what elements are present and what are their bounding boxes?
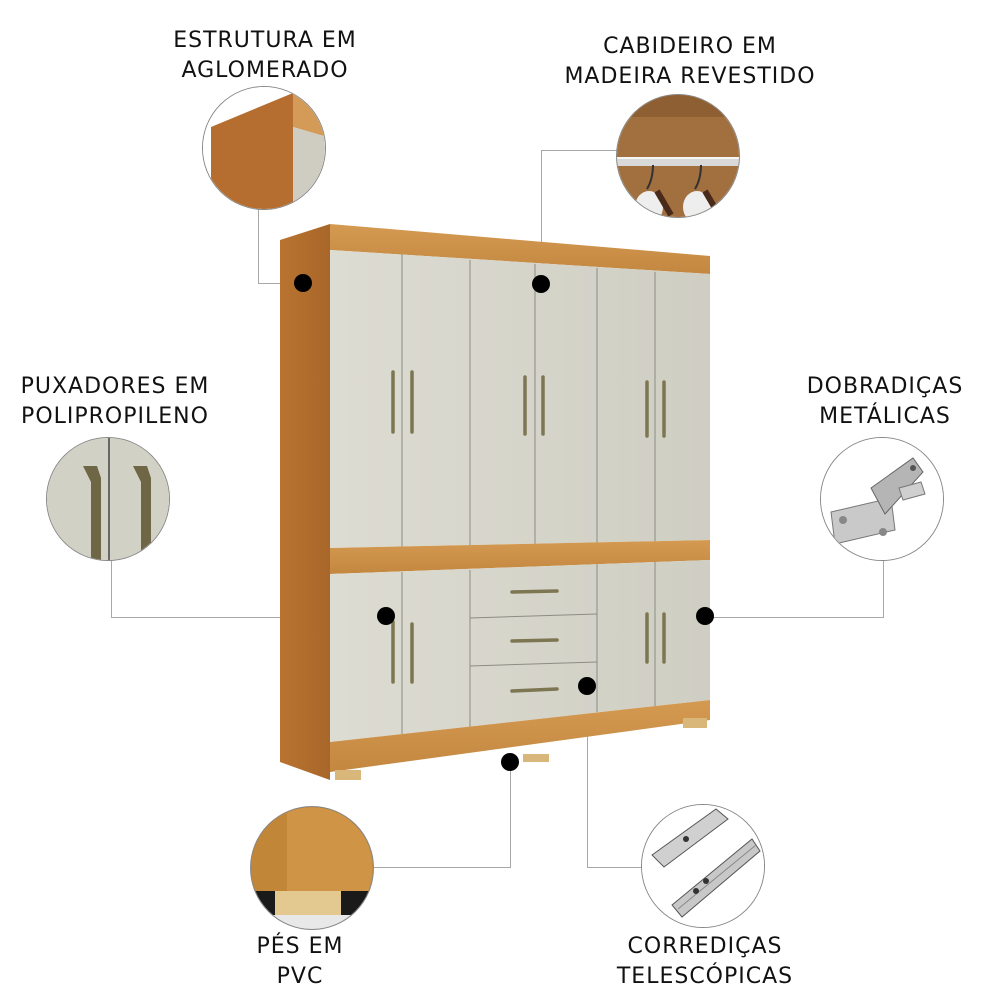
feet-closeup-icon (250, 806, 374, 930)
label-line: POLIPROPILENO (21, 404, 209, 429)
connector-cabideiro-v (541, 150, 542, 284)
label-line: PÉS EM (256, 934, 344, 959)
label-line: PUXADORES EM (20, 374, 210, 399)
label-line: ESTRUTURA EM (173, 28, 357, 53)
label-pes: PÉS EM PVC (240, 932, 360, 992)
connector-pes-v (510, 763, 511, 868)
connector-pes-h (370, 867, 511, 868)
connector-corredicas-v (587, 688, 588, 868)
marker-dot-corredicas[interactable] (578, 677, 596, 695)
connector-cabideiro-h (541, 150, 621, 151)
hinge-closeup-icon (820, 437, 944, 561)
label-cabideiro: CABIDEIRO EM MADEIRA REVESTIDO (560, 32, 820, 92)
drawer-slides-closeup-icon (641, 804, 765, 928)
label-line: PVC (276, 964, 324, 989)
handles-closeup-icon (46, 437, 170, 561)
label-line: AGLOMERADO (181, 58, 349, 83)
marker-dot-puxadores[interactable] (377, 607, 395, 625)
label-line: TELESCÓPICAS (616, 964, 794, 989)
wardrobe-image (275, 222, 715, 782)
connector-estrutura-v (258, 204, 259, 284)
marker-dot-dobradicas[interactable] (696, 607, 714, 625)
hanger-rod-closeup-icon (616, 94, 740, 218)
label-corredicas: CORREDIÇAS TELESCÓPICAS (595, 932, 815, 992)
label-estrutura: ESTRUTURA EM AGLOMERADO (165, 26, 365, 86)
marker-dot-cabideiro[interactable] (532, 275, 550, 293)
label-line: CORREDIÇAS (627, 934, 783, 959)
label-line: CABIDEIRO EM (603, 34, 777, 59)
label-line: DOBRADIÇAS (806, 374, 964, 399)
connector-corredicas-h (587, 867, 643, 868)
label-line: MADEIRA REVESTIDO (564, 64, 816, 89)
wood-panel-closeup-icon (202, 86, 326, 210)
connector-puxadores-h (111, 617, 384, 618)
marker-dot-pes[interactable] (501, 753, 519, 771)
connector-dobradicas-v (883, 560, 884, 617)
marker-dot-estrutura[interactable] (294, 274, 312, 292)
connector-puxadores-v (111, 560, 112, 617)
label-line: METÁLICAS (819, 404, 951, 429)
label-dobradicas: DOBRADIÇAS METÁLICAS (785, 372, 985, 432)
connector-dobradicas-h (712, 617, 884, 618)
label-puxadores: PUXADORES EM POLIPROPILENO (0, 372, 230, 432)
